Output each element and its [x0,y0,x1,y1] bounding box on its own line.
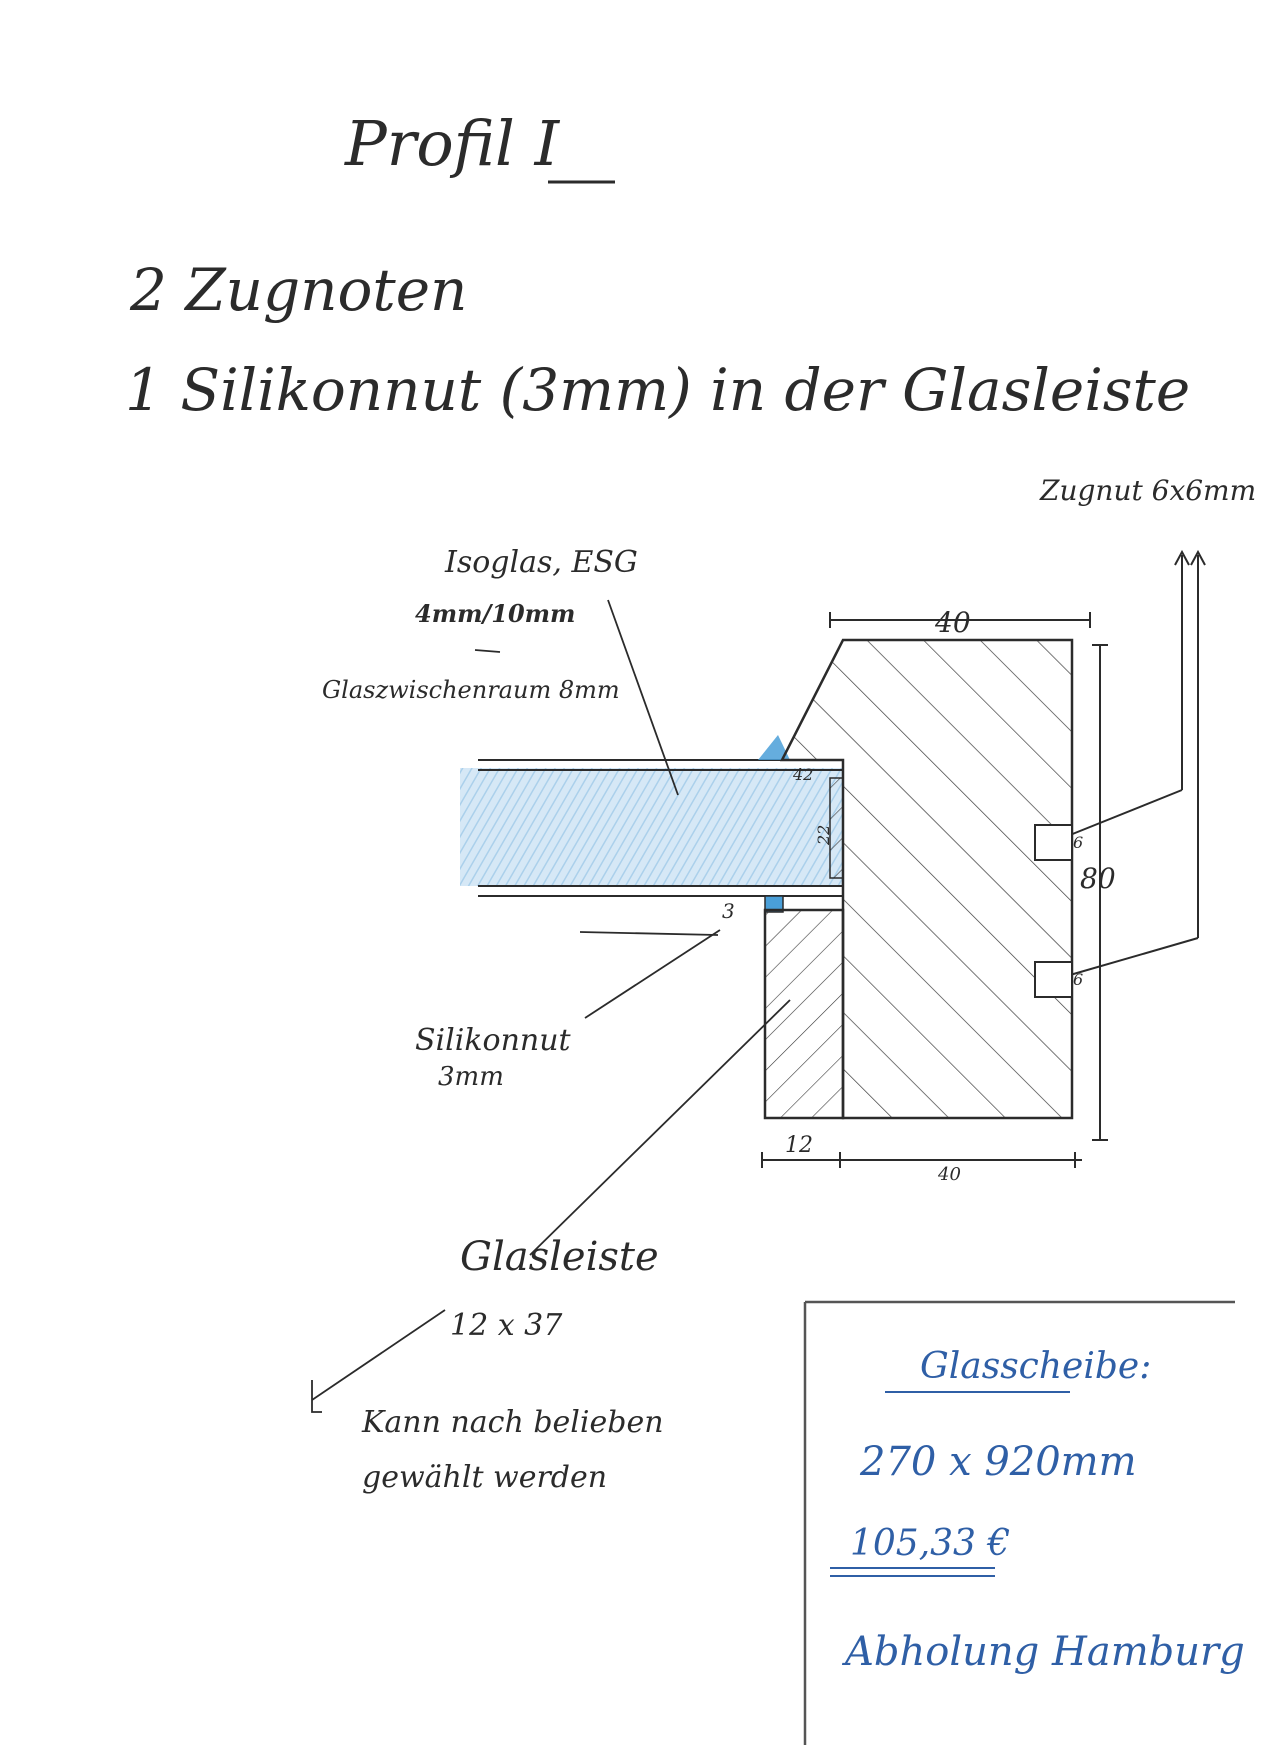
note-arrow-line-2: gewählt werden [362,1460,607,1495]
dim-glass-edge: 22 [814,825,833,846]
silicone-top [758,735,790,760]
order-price: 105,33 € [850,1523,1010,1564]
groove-1 [1034,824,1073,861]
dim-top-width: 40 [934,606,971,639]
dim-bottom-frame: 40 [937,1164,961,1185]
dim-groove-2: 6 [1073,970,1083,989]
dim-groove-1: 6 [1073,833,1083,852]
page-title: Profil I [344,107,561,180]
note-line-2: 1 Silikonnut (3mm) in der Glasleiste [125,356,1190,424]
order-size: 270 x 920mm [859,1439,1137,1485]
dimension-lines [761,612,1108,1168]
label-isoglas: Isoglas, ESG [444,545,638,580]
note-line-1: 2 Zugnoten [129,256,467,324]
label-glasleiste-size: 12 x 37 [450,1308,563,1343]
label-glass-thickness: 4mm/10mm [415,599,575,628]
order-box [803,1300,1235,1745]
order-heading: Glasscheibe: [920,1346,1151,1387]
dim-height: 80 [1080,862,1116,895]
glazing-bead [763,908,845,1120]
label-glaszwischenraum: Glaszwischenraum 8mm [322,676,620,704]
dim-sil-depth: 3 [722,899,735,923]
label-glasleiste: Glasleiste [460,1234,659,1280]
dim-bottom-leiste: 12 [785,1133,813,1158]
groove-2 [1034,961,1073,998]
note-arrow-line-1: Kann nach belieben [361,1405,664,1440]
label-silikonnut-size: 3mm [438,1062,504,1092]
dim-rebate: 42 [792,765,813,784]
zugnut-label: Zugnut 6x6mm [1039,474,1256,507]
zugnut-arrows [1069,549,1206,976]
label-silikonnut: Silikonnut [415,1023,572,1058]
order-pickup: Abholung Hamburg [841,1629,1245,1675]
leader-lines [311,599,791,1413]
glass-pane [460,759,844,897]
